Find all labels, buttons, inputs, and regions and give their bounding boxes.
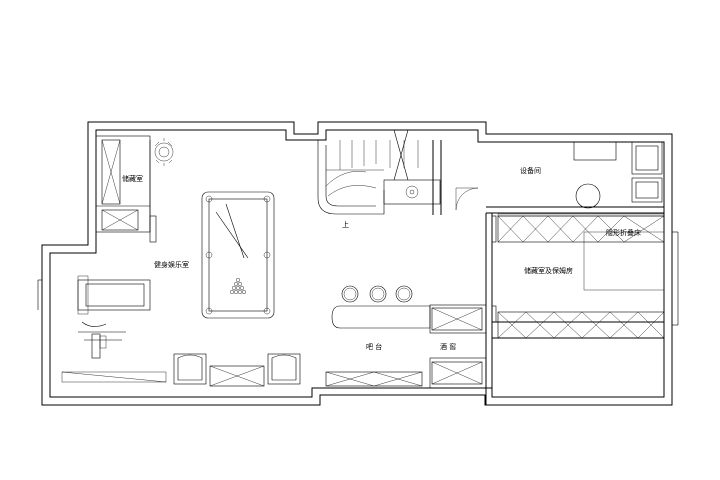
low-counter xyxy=(61,371,167,383)
plant-icon xyxy=(154,138,174,166)
label-bar: 吧 台 xyxy=(366,343,383,351)
weight-bench-icon xyxy=(78,321,126,359)
staircase-icon xyxy=(317,129,441,215)
label-wine-cellar: 酒 窖 xyxy=(440,343,457,351)
label-gym-entertainment: 健身娱乐室 xyxy=(154,261,189,269)
door-marker xyxy=(491,305,497,323)
interior-walls xyxy=(37,135,679,405)
side-cabinet xyxy=(209,365,265,387)
ball-rack xyxy=(229,278,246,295)
armchair-right-icon xyxy=(267,353,301,385)
bar-stools-icon xyxy=(341,285,413,303)
billiard-table-icon xyxy=(201,191,275,319)
folding-bed-outline xyxy=(583,231,665,291)
label-hidden-bed: 隐形折叠床 xyxy=(606,229,641,237)
equipment-fixtures xyxy=(573,141,663,209)
label-equipment-room: 设备间 xyxy=(520,167,541,175)
back-bar-cabinet xyxy=(325,371,423,387)
treadmill-icon xyxy=(77,275,151,315)
armchair-left-icon xyxy=(173,353,207,385)
door-marker xyxy=(149,215,157,243)
door-icon xyxy=(455,187,479,211)
exterior-walls xyxy=(41,121,673,406)
bottom-storage-cabinets xyxy=(497,311,665,339)
hidden-bed-cabinets xyxy=(497,213,665,243)
bar-counter-icon xyxy=(331,305,431,329)
door-marker xyxy=(491,215,497,243)
wine-racks xyxy=(431,307,483,385)
label-stair-up: 上 xyxy=(342,221,349,229)
label-storage-nanny: 储藏室及保姆房 xyxy=(524,267,573,275)
label-storage-small: 储藏室 xyxy=(122,175,143,183)
storage-cabinets xyxy=(101,139,139,231)
